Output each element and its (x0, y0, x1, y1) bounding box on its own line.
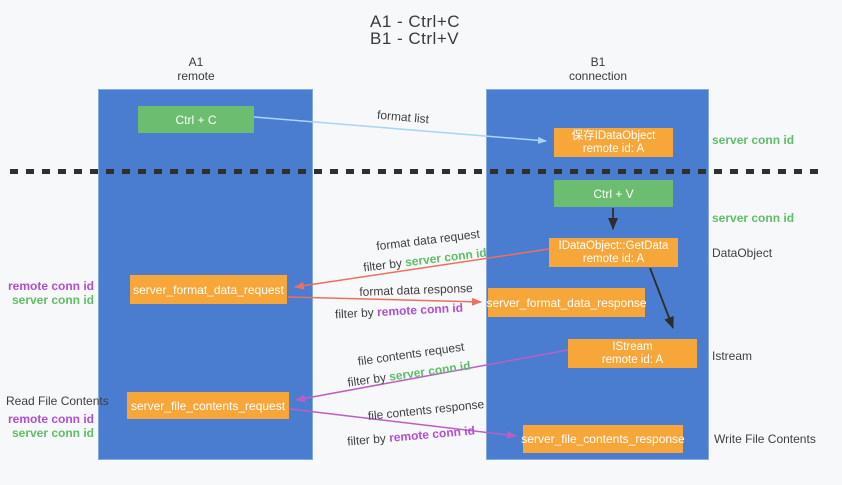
right-column-header: B1 connection (569, 55, 627, 83)
node-server-format-data-request: server_format_data_request (130, 275, 287, 304)
filter-by-text: filter by (346, 431, 387, 449)
filter-by-text: filter by (334, 305, 375, 322)
node-istream-line2: remote id: A (601, 353, 664, 366)
node-server-file-contents-request-label: server_file_contents_request (130, 398, 286, 413)
remote-conn-id-text: remote conn id (388, 423, 476, 445)
node-ctrl-v-label: Ctrl + V (593, 186, 634, 201)
title-line-2: B1 - Ctrl+V (370, 29, 460, 48)
node-server-file-contents-response: server_file_contents_response (521, 425, 685, 453)
left-remote-conn-id-2: remote conn id (7, 412, 94, 426)
left-column-header: A1 remote (177, 55, 214, 83)
node-ctrl-c-label: Ctrl + C (175, 112, 217, 127)
filter-by-text: filter by (362, 255, 403, 275)
label-format-data-response: format data response (359, 281, 473, 299)
node-server-format-data-request-label: server_format_data_request (133, 282, 284, 297)
diagram-title: A1 - Ctrl+C B1 - Ctrl+V (370, 13, 460, 47)
read-file-contents-label: Read File Contents (6, 394, 109, 408)
left-column-header-id: A1 (188, 55, 204, 69)
label-format-list: format list (376, 107, 430, 127)
right-column-header-id: B1 (590, 55, 606, 69)
right-column-header-role: connection (568, 69, 628, 83)
dataobject-label: DataObject (712, 246, 773, 260)
dashed-separator (10, 169, 823, 174)
node-ctrl-v: Ctrl + V (554, 180, 673, 207)
left-server-conn-id-1: server conn id (11, 293, 94, 307)
right-server-conn-id-2: server conn id (712, 211, 795, 225)
label-file-contents-response: file contents response (367, 396, 485, 424)
title-line-1: A1 - Ctrl+C (370, 12, 461, 31)
istream-label: Istream (712, 349, 753, 363)
left-remote-conn-id-1: remote conn id (7, 279, 94, 293)
node-idataobject-getdata: IDataObject::GetData remote id: A (549, 238, 678, 267)
node-save-idataobject-line2: remote id: A (582, 142, 645, 155)
remote-conn-id-text: remote conn id (376, 300, 464, 320)
label-filter-by-remote-conn-id-1: filter by remote conn id (335, 301, 464, 322)
node-idataobject-getdata-line2: remote id: A (582, 252, 645, 265)
left-server-conn-id-2: server conn id (11, 426, 94, 440)
node-server-file-contents-response-label: server_file_contents_response (521, 432, 685, 446)
filter-by-text: filter by (346, 370, 387, 390)
node-idataobject-getdata-line1: IDataObject::GetData (558, 239, 669, 252)
node-save-idataobject: 保存IDataObject remote id: A (554, 128, 673, 157)
write-file-contents-label: Write File Contents (714, 432, 816, 446)
server-conn-id-text: server conn id (404, 245, 488, 270)
node-server-format-data-response: server_format_data_response (486, 288, 647, 317)
label-filter-by-remote-conn-id-2: filter by remote conn id (347, 423, 476, 448)
node-save-idataobject-line1: 保存IDataObject (571, 129, 656, 142)
right-server-conn-id-1: server conn id (712, 133, 795, 147)
node-istream: IStream remote id: A (568, 339, 697, 368)
node-server-file-contents-request: server_file_contents_request (127, 392, 289, 419)
left-column-header-role: remote (177, 69, 215, 83)
node-istream-line1: IStream (612, 340, 653, 353)
node-server-format-data-response-label: server_format_data_response (486, 295, 647, 310)
node-ctrl-c: Ctrl + C (138, 106, 254, 133)
